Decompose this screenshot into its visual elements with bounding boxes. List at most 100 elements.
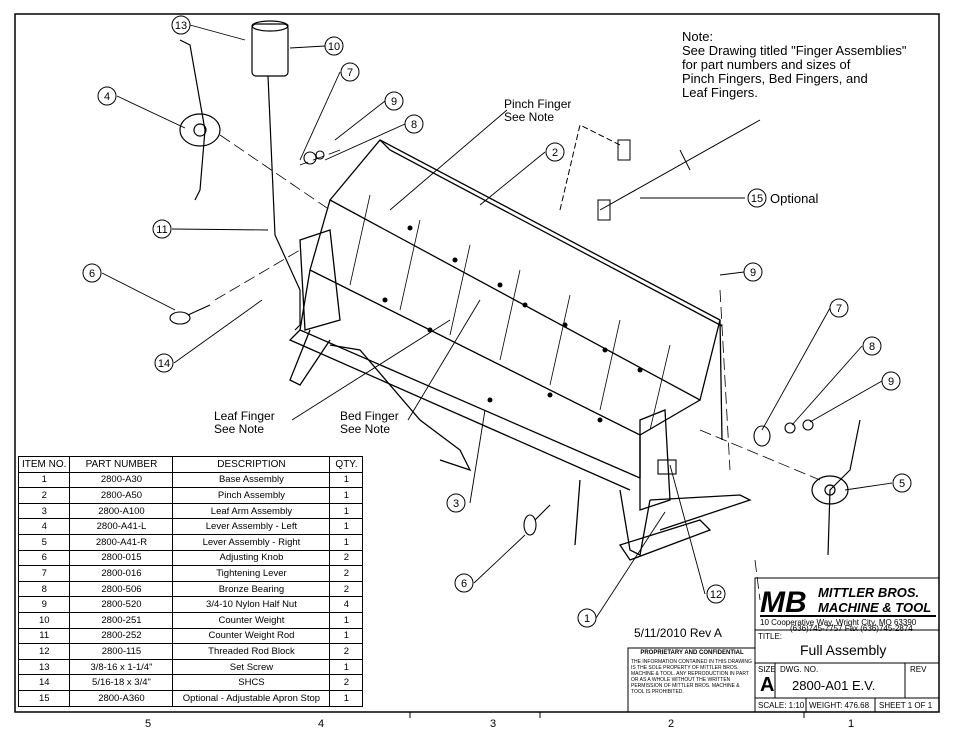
proprietary-text: THE INFORMATION CONTAINED IN THIS DRAWIN… [631,659,752,695]
bom-part-number: 2800-520 [69,596,174,613]
pinch-label-line: Pinch Finger [504,97,572,111]
bom-description: Lever Assembly - Right [172,533,331,551]
bom-part-number: 2800-A50 [69,487,174,504]
bom-description: Set Screw [172,658,331,676]
balloon-12 [706,584,726,604]
balloon-label: 6 [89,268,95,280]
balloon-7 [340,62,360,82]
zone-label: 3 [490,718,497,730]
drawing-note: Note: See Drawing titled "Finger Assembl… [682,30,907,100]
zone-label: 4 [318,718,325,730]
bom-part-number: 2800-115 [69,643,174,660]
rev-label: REV [910,665,927,674]
title-block-frame [627,577,940,713]
bom-description: Pinch Assembly [172,487,331,504]
bom-description: Lever Assembly - Left [172,518,331,535]
balloon-10 [324,36,344,56]
scale: SCALE: 1:10 [758,701,805,710]
bom-part-number: 2800-A30 [69,471,174,489]
bom-description: Counter Weight [172,611,331,629]
company-phone: (636)745-7757 Fax (636)745-2874 [790,624,913,633]
machine-body [288,139,752,561]
bom-col-desc: DESCRIPTION [172,456,331,473]
bom-item-no: 4 [17,518,71,535]
bom-part-number: 2800-252 [69,627,174,645]
size-label: SIZE [758,665,776,674]
drawing-title: Full Assembly [800,642,887,658]
bom-description: Tightening Lever [172,565,331,582]
leader-lines [101,24,893,619]
zone-label: 2 [668,718,675,730]
leaf-label-line: Leaf Finger [214,409,275,423]
bom-item-no: 13 [17,658,71,676]
balloon-13 [171,15,191,35]
balloon-label: 14 [158,358,170,370]
note-line: Leaf Fingers. [682,85,758,100]
left-lever [179,39,221,201]
bom-part-number: 2800-A41-L [69,518,174,535]
balloon-label: 11 [156,224,167,236]
balloon-label: 6 [461,578,467,590]
balloon-14 [154,353,174,373]
drawing-border [14,13,940,713]
bom-item-no: 1 [17,471,71,489]
bom-header-row: ITEM NO. PART NUMBER DESCRIPTION QTY. [17,456,364,473]
balloon-9 [384,91,404,111]
balloon-label: 9 [750,267,756,279]
bed-label-line: Bed Finger [340,409,399,423]
bom-qty: 2 [329,565,364,582]
balloon-label: 7 [836,303,842,315]
balloon-labels: 13 10 7 4 9 8 2 15 11 6 14 9 7 8 9 5 3 6… [89,20,905,625]
balloon-3 [446,493,466,513]
note-line: for part numbers and sizes of [682,57,851,72]
small-parts [169,150,814,536]
balloon-label: 10 [328,41,340,53]
bom-description: Bronze Bearing [172,580,331,598]
bom-item-no: 8 [17,580,71,598]
counter-weight [251,20,301,331]
bom-description: Leaf Arm Assembly [172,502,331,520]
right-lever [811,419,861,556]
company-line2: MACHINE & TOOL [818,600,931,615]
balloon-6 [82,263,102,283]
apron-stop [559,119,761,221]
logo-mark: MB [760,586,807,619]
bom-description: Base Assembly [172,471,331,489]
balloon-6b [454,573,474,593]
balloon-label: 8 [869,341,875,353]
bom-description: Adjusting Knob [172,549,331,567]
zone-ticks [409,712,805,718]
balloon-11 [152,219,172,239]
bom-description: SHCS [172,674,331,691]
bom-part-number: 3/8-16 x 1-1/4" [69,658,174,676]
bom-item-no: 7 [17,565,71,582]
balloon-label: 15 [751,193,763,205]
leaf-label-line: See Note [214,422,265,436]
balloon-label: 3 [453,498,459,510]
balloon-label: 9 [391,96,397,108]
bom-qty: 2 [329,580,364,598]
bom-qty: 1 [329,689,364,707]
bom-part-number: 2800-016 [69,565,174,582]
proprietary-notice: PROPRIETARY AND CONFIDENTIAL THE INFORMA… [631,650,753,695]
balloon-7b [829,298,849,318]
company-logo: MB MITTLER BROS. MACHINE & TOOL [760,585,936,619]
bom-item-no: 10 [17,611,71,629]
bom-qty: 1 [329,502,364,520]
dwg-no-label: DWG. NO. [780,665,819,674]
company-address: 10 Cooperative Way, Wright City, MO 6339… [760,618,917,627]
sheet-size: A [760,674,775,696]
bom-item-no: 14 [17,674,71,691]
bom-part-number: 2800-A360 [69,689,174,707]
